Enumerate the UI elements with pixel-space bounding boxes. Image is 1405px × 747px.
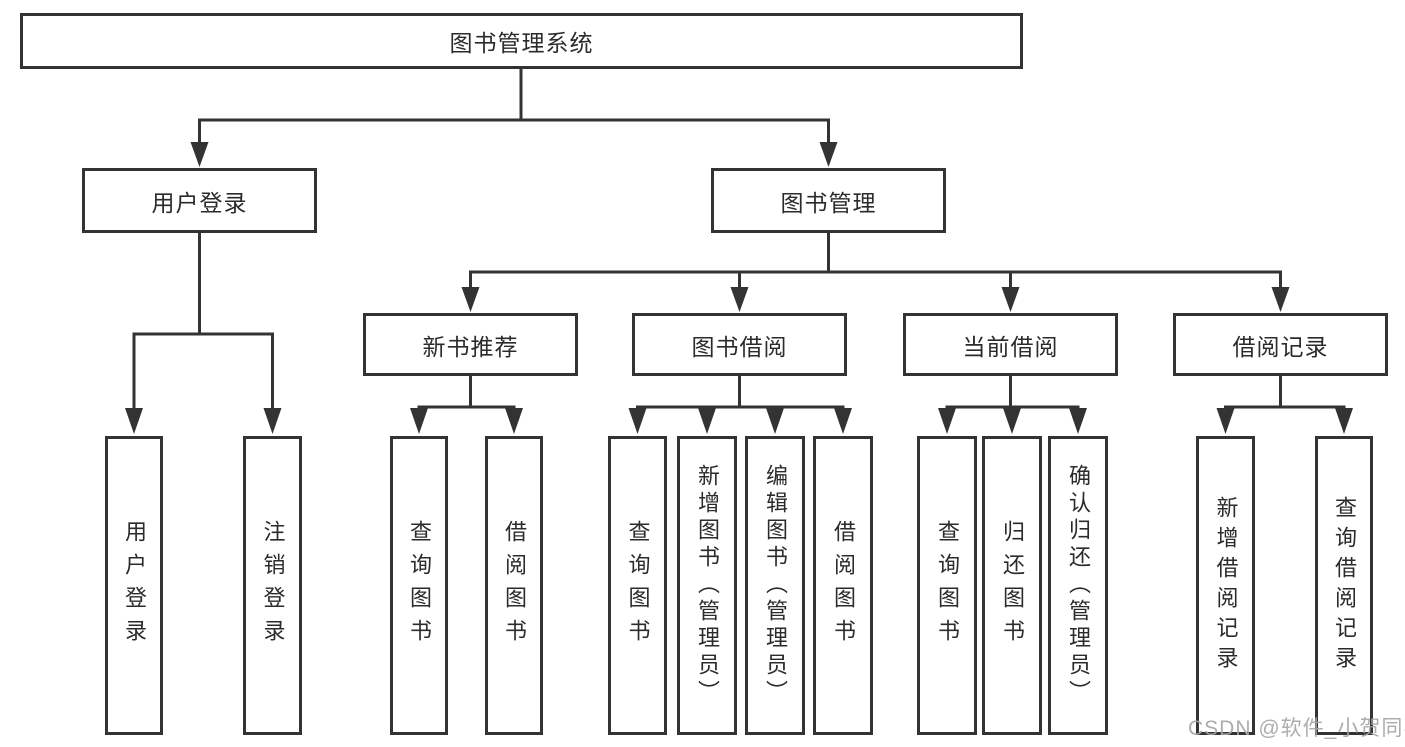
leaf-borrow-add-admin: 新增图书（管理员）	[677, 436, 737, 735]
leaf-record-add: 新增借阅记录	[1196, 436, 1255, 735]
leaf-current-confirm-admin: 确认归还（管理员）	[1048, 436, 1108, 735]
node-book-management: 图书管理	[711, 168, 946, 233]
connector-user-login	[125, 233, 282, 434]
connector-borrow-record	[1216, 376, 1353, 434]
leaf-user-login: 用户登录	[105, 436, 163, 735]
leaf-record-query: 查询借阅记录	[1315, 436, 1373, 735]
node-root-system: 图书管理系统	[20, 13, 1023, 69]
node-book-borrow: 图书借阅	[632, 313, 847, 376]
csdn-watermark: CSDN @软件_小贺同学	[1188, 717, 1405, 740]
leaf-newbook-query: 查询图书	[390, 436, 448, 735]
leaf-borrow-book: 借阅图书	[813, 436, 873, 735]
leaf-current-return: 归还图书	[982, 436, 1042, 735]
node-borrow-records: 借阅记录	[1173, 313, 1388, 376]
node-user-login: 用户登录	[82, 168, 317, 233]
connector-current-borrow	[938, 376, 1087, 434]
leaf-borrow-edit-admin: 编辑图书（管理员）	[745, 436, 805, 735]
leaf-current-query: 查询图书	[917, 436, 977, 735]
connector-book-mgmt	[461, 233, 1290, 312]
connector-book-borrow	[628, 376, 852, 434]
leaf-newbook-borrow: 借阅图书	[485, 436, 543, 735]
connector-new-book	[410, 376, 523, 434]
connector-root	[190, 69, 838, 167]
leaf-borrow-query: 查询图书	[608, 436, 667, 735]
node-new-book-recommend: 新书推荐	[363, 313, 578, 376]
leaf-logout: 注销登录	[243, 436, 302, 735]
node-current-borrow: 当前借阅	[903, 313, 1118, 376]
